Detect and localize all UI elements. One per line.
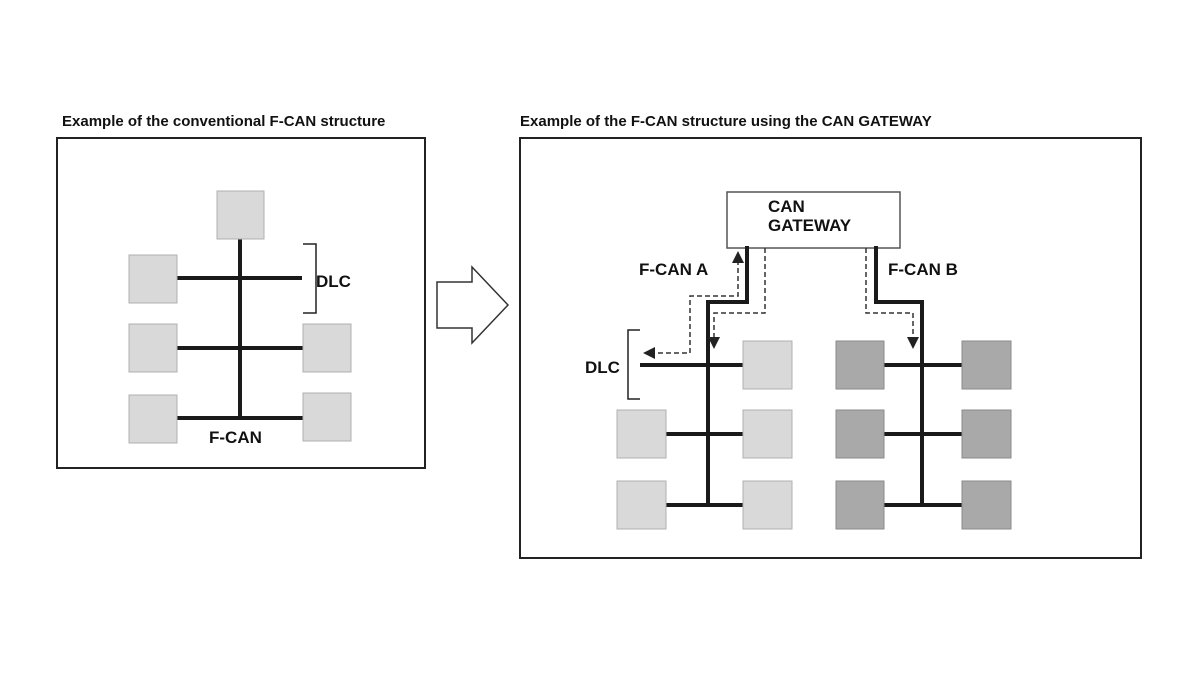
bus-b-trunk <box>874 246 924 507</box>
ecu-unit <box>835 480 885 530</box>
can-gateway-box <box>726 191 901 249</box>
ecu-unit <box>835 409 885 459</box>
ecu-unit <box>616 480 667 530</box>
ecu-unit <box>961 409 1012 459</box>
gateway-to-bus-b-path <box>865 248 919 349</box>
right-dlc-bracket <box>627 329 640 400</box>
bus-b-units <box>835 340 1012 530</box>
left-dlc-label: DLC <box>316 272 351 291</box>
bus-a-label: F-CAN A <box>639 260 708 279</box>
bus-a <box>640 246 749 507</box>
left-bus <box>174 238 305 420</box>
bus-a-trunk <box>706 246 749 507</box>
left-panel: DLC F-CAN <box>56 137 426 469</box>
ecu-unit <box>835 340 885 390</box>
right-panel: CAN GATEWAY <box>519 137 1142 559</box>
left-units <box>128 190 352 444</box>
right-panel-frame <box>519 137 1142 559</box>
ecu-unit <box>961 340 1012 390</box>
right-panel-title: Example of the F-CAN structure using the… <box>520 113 932 130</box>
ecu-unit <box>128 254 178 304</box>
ecu-unit <box>216 190 265 240</box>
gateway-label-line2: GATEWAY <box>768 216 852 235</box>
ecu-unit <box>742 409 793 459</box>
ecu-unit <box>128 323 178 373</box>
left-dlc-bracket <box>303 243 317 314</box>
left-panel-title: Example of the conventional F-CAN struct… <box>62 113 386 130</box>
gateway-label-line1: CAN <box>768 197 805 216</box>
bus-b <box>874 246 964 507</box>
ecu-unit <box>616 409 667 459</box>
ecu-unit <box>742 480 793 530</box>
ecu-unit <box>128 394 178 444</box>
transition-arrow-icon <box>436 265 510 345</box>
ecu-unit <box>302 392 352 442</box>
ecu-unit <box>302 323 352 373</box>
left-bus-label: F-CAN <box>209 428 262 447</box>
right-dlc-label: DLC <box>585 358 620 377</box>
ecu-unit <box>742 340 793 390</box>
gateway-to-bus-a-path <box>708 248 766 349</box>
left-panel-frame <box>56 137 426 469</box>
bus-b-label: F-CAN B <box>888 260 958 279</box>
signal-paths <box>643 248 919 359</box>
ecu-unit <box>961 480 1012 530</box>
bus-a-units <box>616 340 793 530</box>
dlc-to-gateway-path <box>650 251 744 354</box>
